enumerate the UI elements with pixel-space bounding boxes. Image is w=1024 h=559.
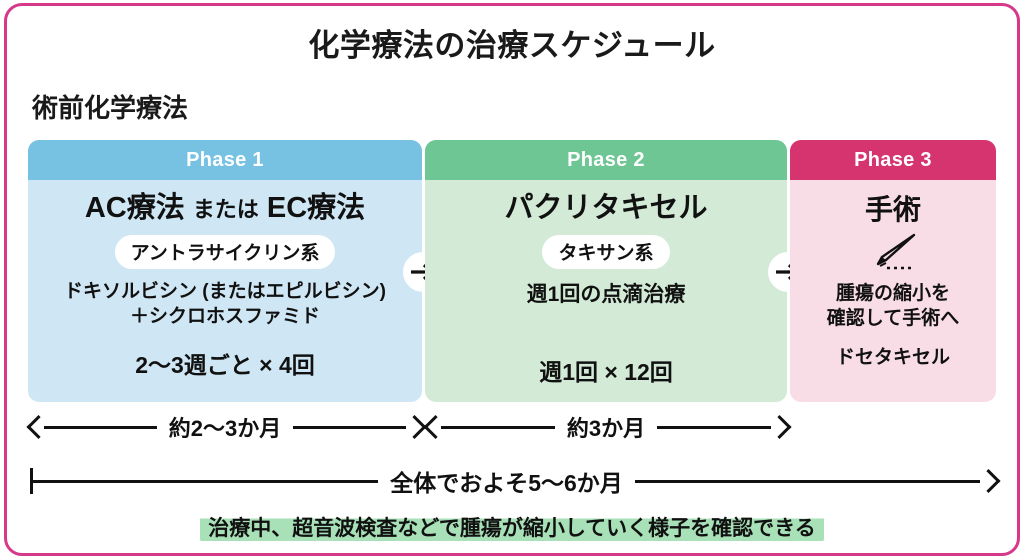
phase-1-detail-line2: ＋シクロホスファミド [129,305,320,327]
timeline-line [44,425,157,429]
phase-1-detail-line1: ドキソルビシン (またはエピルビシン) [64,281,386,303]
timeline-line [657,425,771,429]
phase-card-3[interactable]: Phase 3 手術 腫瘍の縮小を 確認して手術へ ドセタキセル [790,140,996,402]
phase-3-detail: 腫瘍の縮小を 確認して手術へ [827,282,959,331]
arrow-right-icon [406,414,422,440]
timeline-line [293,425,407,429]
phase-card-2[interactable]: Phase 2 パクリタキセル タキサン系 週1回の点滴治療 週1回 × 12回 [425,140,787,402]
timeline-start-tick [30,468,33,494]
phase-1-class-badge: アントラサイクリン系 [114,235,336,270]
timeline-phase-1-label: 約2〜3か月 [168,416,282,441]
section-title: 術前化学療法 [32,93,189,123]
phase-1-header: Phase 1 [28,140,422,180]
phase-1-drug-main: AC療法 [84,192,185,224]
page-title: 化学療法の治療スケジュール [308,28,716,63]
timeline-total-label: 全体でおよそ5〜6か月 [390,470,623,496]
phase-3-drug-name: 手術 [864,194,921,225]
bottom-caption: 治療中、超音波検査などで腫瘍が縮小していく様子を確認できる [200,512,824,542]
phase-2-frequency: 週1回 × 12回 [539,359,673,386]
scalpel-icon [856,230,930,276]
phase-3-body: 手術 腫瘍の縮小を 確認して手術へ ドセタキセル [790,180,996,402]
arrow-left-icon [28,414,44,440]
arrow-right-icon [771,414,787,440]
timeline-line [441,425,555,429]
phase-2-header: Phase 2 [425,140,787,180]
timeline-total: 全体でおよそ5〜6か月 [30,460,996,502]
timeline-line [634,479,980,483]
phase-3-header: Phase 3 [790,140,996,180]
caption-wrapper: 治療中、超音波検査などで腫瘍が縮小していく様子を確認できる [0,512,1024,542]
phase-3-detail-line1: 腫瘍の縮小を [835,283,950,305]
phase-3-frequency: ドセタキセル [835,346,950,368]
timeline-phase-1: 約2〜3か月 [28,405,422,449]
phase-2-detail-line1: 週1回の点滴治療 [526,283,686,307]
phase-1-detail: ドキソルビシン (またはエピルビシン) ＋シクロホスファミド [64,280,386,329]
phase-1-drug-alt: EC療法 [266,192,366,224]
phase-2-body: パクリタキセル タキサン系 週1回の点滴治療 週1回 × 12回 [425,180,787,402]
phase-1-body: AC療法 または EC療法 アントラサイクリン系 ドキソルビシン (またはエピル… [28,180,422,402]
phase-2-drug-name: パクリタキセル [504,192,708,224]
arrow-right-icon [980,468,996,494]
timeline-phase-2-label: 約3か月 [566,416,646,441]
timeline-line [33,479,379,483]
phase-1-drug-name: AC療法 または EC療法 [85,192,365,225]
phase-card-1[interactable]: Phase 1 AC療法 または EC療法 アントラサイクリン系 ドキソルビシン… [28,140,422,402]
arrow-left-icon [425,414,441,440]
phase-3-detail-line2: 確認して手術へ [826,307,960,329]
phase-2-class-badge: タキサン系 [542,235,670,270]
phase-1-drug-conn: または [192,197,259,222]
phase-1-frequency: 2〜3週ごと × 4回 [135,351,315,378]
timeline-phase-2: 約3か月 [425,405,787,449]
